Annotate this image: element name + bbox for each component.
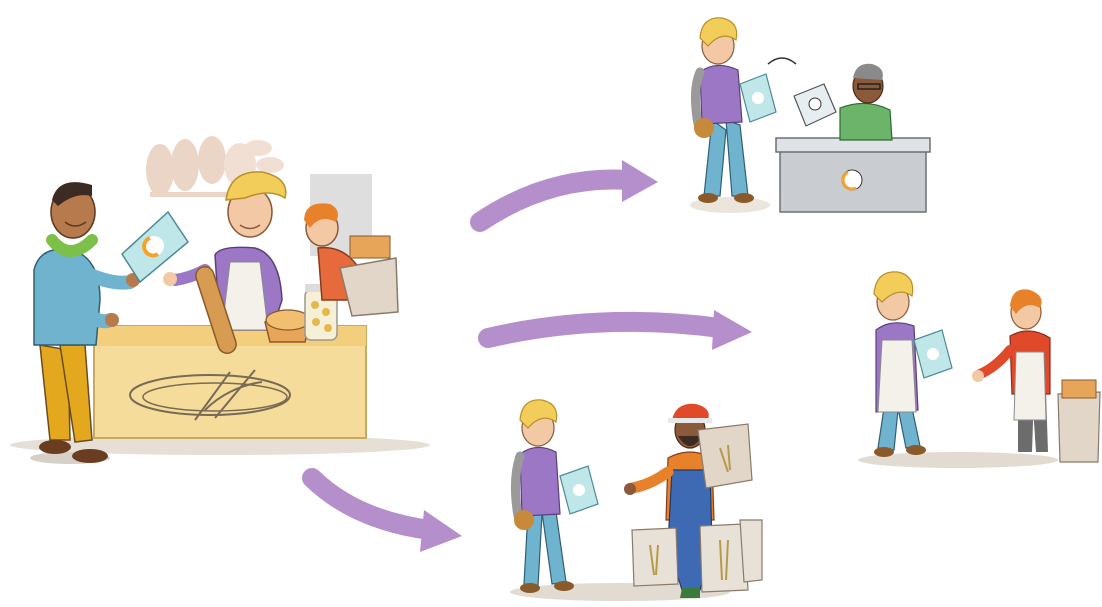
voucher-market-woman xyxy=(914,330,952,378)
voucher-farmer-woman xyxy=(560,466,598,514)
market-scene xyxy=(858,272,1100,468)
voucher-counter-woman xyxy=(740,74,776,122)
bakery-scene xyxy=(10,136,430,464)
exchange-arrow-icon xyxy=(768,58,796,64)
steel-counter xyxy=(776,138,930,212)
farmer-scene xyxy=(510,400,762,601)
voucher-clerk xyxy=(794,84,836,126)
boy-with-wheat-bag xyxy=(972,289,1050,452)
arrow-to-counter xyxy=(480,160,658,222)
woman-voucher-counter xyxy=(694,18,754,203)
woman-voucher-market xyxy=(874,272,926,457)
clerk-at-counter xyxy=(840,64,892,140)
voucher-man xyxy=(122,212,188,282)
arrow-to-market xyxy=(488,310,752,350)
arrow-to-farmer xyxy=(312,478,462,552)
wheat-bag xyxy=(1058,380,1100,462)
bread-basket xyxy=(265,310,310,342)
farmer-carried-sack xyxy=(698,424,752,488)
counter-scene xyxy=(690,18,930,213)
